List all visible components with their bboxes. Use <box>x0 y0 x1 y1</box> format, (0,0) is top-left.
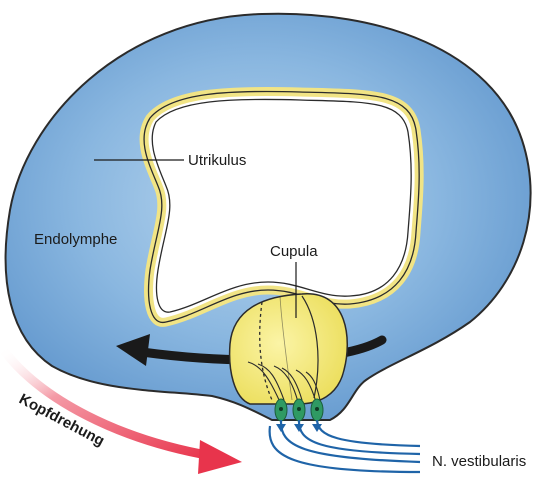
cupula <box>230 294 348 404</box>
nerve-label: N. vestibularis <box>432 453 526 470</box>
head-turn-arrowhead <box>198 440 242 474</box>
hair-cells <box>275 399 323 421</box>
nerve-fibers <box>270 420 420 472</box>
endolymphe-label: Endolymphe <box>34 231 117 248</box>
cupula-label: Cupula <box>270 243 318 260</box>
utrikulus-label: Utrikulus <box>188 152 246 169</box>
